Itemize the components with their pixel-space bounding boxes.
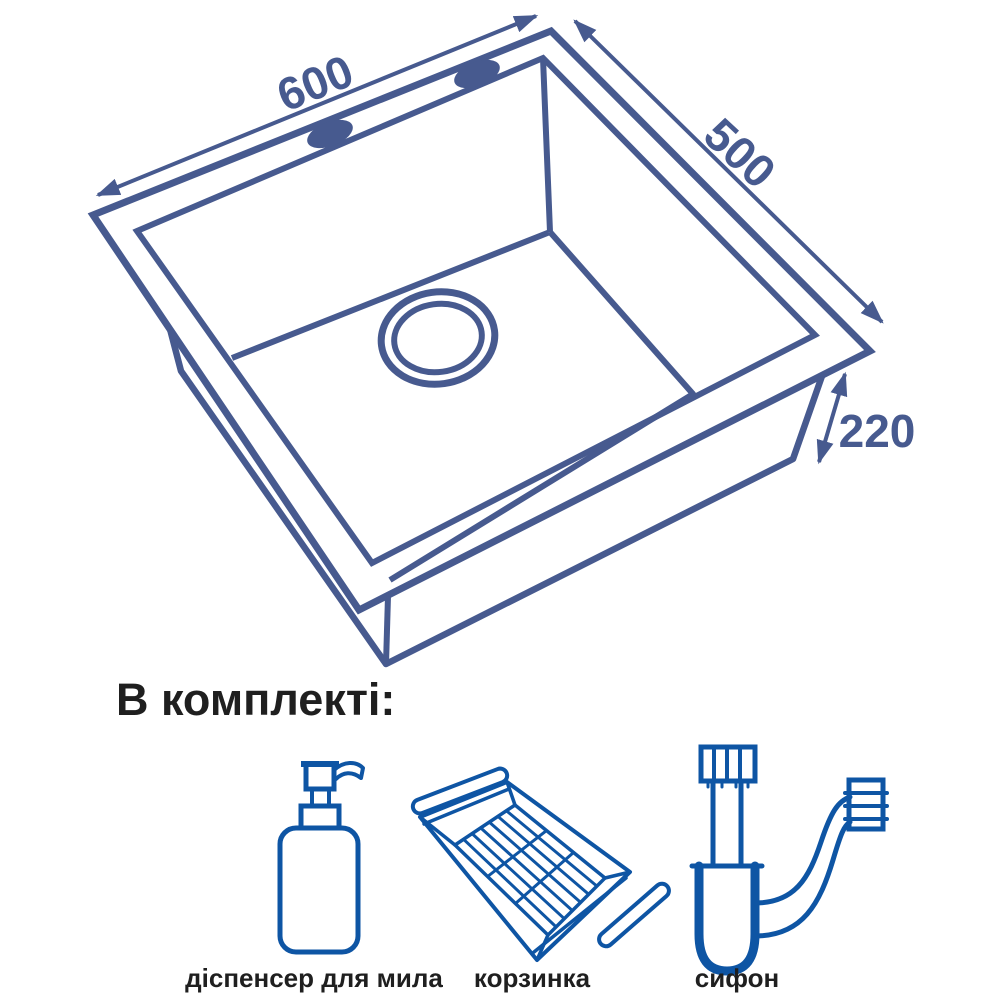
siphon-cup (694, 861, 760, 976)
basket-handle-right (597, 881, 671, 949)
dimension-arrow-width (95, 14, 539, 197)
soap-dispenser-icon (277, 761, 365, 955)
dimension-arrows (95, 14, 884, 465)
kit-item-label-basket: корзинка (473, 963, 591, 993)
kit-item-label-soap-dispenser: діспенсер для мила (185, 963, 443, 993)
basket-handle-left (410, 766, 510, 816)
dimension-arrow-depth (573, 19, 884, 324)
dimension-arrow-height (816, 371, 848, 465)
basket-cross-wires (486, 829, 575, 905)
siphon-icon (689, 744, 889, 976)
basket-wires (462, 809, 599, 929)
kit-item-label-siphon: сифон (694, 963, 780, 993)
dimension-height-label: 220 (838, 405, 916, 457)
kit-heading: В комплекті: (116, 674, 396, 725)
pump-spout (332, 761, 365, 781)
drain-hole (377, 288, 499, 388)
basket-icon (410, 766, 671, 962)
sink-drawing (87, 26, 876, 668)
sink-front-corner-seam (383, 595, 391, 665)
